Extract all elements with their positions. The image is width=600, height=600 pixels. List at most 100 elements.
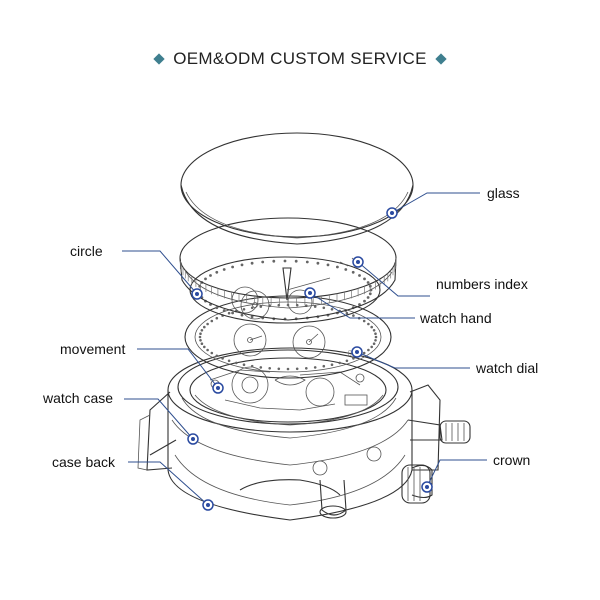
dial-dot xyxy=(366,281,370,284)
dial-dot xyxy=(370,345,374,349)
dial-dot xyxy=(352,314,355,317)
dial-dot xyxy=(250,261,254,265)
label-movement: movement xyxy=(60,341,125,357)
dial-dot xyxy=(368,292,372,296)
dial-dot xyxy=(203,345,206,349)
dial-dot xyxy=(209,274,212,277)
dial-dot xyxy=(199,332,202,336)
dial-dot xyxy=(363,277,366,281)
dial-dot xyxy=(336,265,339,269)
dial-dot xyxy=(231,265,235,269)
label-case-back: case back xyxy=(52,454,116,470)
dial-dot xyxy=(374,335,378,339)
leader-lines xyxy=(122,192,487,506)
dial-dot xyxy=(366,296,370,299)
label-circle: circle xyxy=(70,243,103,259)
dial-dot xyxy=(294,259,298,263)
leader-watch-dial xyxy=(356,351,470,369)
dial-dot xyxy=(210,351,214,355)
dial-dot xyxy=(210,319,214,323)
dial-dot xyxy=(358,274,361,277)
dial-dot xyxy=(374,339,377,342)
dial-dot xyxy=(231,311,235,315)
dial-dot xyxy=(259,305,263,308)
dial-dot xyxy=(362,319,366,323)
leader-circle xyxy=(122,250,198,295)
dial-dot xyxy=(227,359,231,363)
dial-dot xyxy=(250,306,254,310)
header: OEM&ODM CUSTOM SERVICE xyxy=(0,44,600,74)
dial-dot xyxy=(344,268,348,271)
dial-dot xyxy=(221,357,224,360)
dial-dot xyxy=(215,306,219,310)
marker-circle xyxy=(191,288,203,300)
label-watch-hand: watch hand xyxy=(419,310,492,326)
dial-dot xyxy=(372,342,376,346)
leader-numbers-index xyxy=(357,261,430,297)
glass-drawing xyxy=(180,132,414,245)
dial-dot xyxy=(338,361,342,365)
dial-dot xyxy=(372,329,376,332)
callout-labels: glass circle numbers index watch hand mo… xyxy=(42,185,538,470)
label-numbers-index: numbers index xyxy=(436,276,528,292)
dial-dot xyxy=(199,339,202,342)
dial-dot xyxy=(305,367,308,370)
dial-dot xyxy=(215,270,219,274)
marker-watch-dial xyxy=(351,346,363,358)
dial-dot xyxy=(200,329,204,332)
dial-dot xyxy=(305,260,309,264)
dial-dot xyxy=(367,348,370,352)
page-title: OEM&ODM CUSTOM SERVICE xyxy=(173,49,427,68)
dial-dot xyxy=(242,363,246,367)
dial-dot xyxy=(277,367,281,371)
watch-case-drawing xyxy=(137,347,471,521)
dial-dot xyxy=(322,364,326,368)
marker-watch-hand xyxy=(304,287,316,299)
dial-dot xyxy=(295,367,299,371)
dial-dot xyxy=(200,342,204,346)
dial-dot xyxy=(240,263,244,267)
leader-watch-case xyxy=(124,398,194,440)
dial-dot xyxy=(358,303,361,306)
leader-watch-hand xyxy=(309,292,415,319)
dial-dot xyxy=(326,263,330,267)
dial-dot xyxy=(330,308,334,311)
marker-watch-case xyxy=(187,433,199,445)
dial-dot xyxy=(227,311,231,315)
dial-dot xyxy=(283,259,287,263)
leader-movement xyxy=(137,348,219,389)
dial-dot xyxy=(222,309,226,312)
dial-dot xyxy=(272,259,276,263)
dial-dot xyxy=(322,306,326,310)
leader-crown xyxy=(426,459,487,488)
callout-markers xyxy=(187,207,433,511)
dial-dot xyxy=(222,268,226,271)
dial-dot xyxy=(268,367,272,370)
dial-dot xyxy=(242,308,246,311)
marker-numbers-index xyxy=(352,256,364,268)
dial-dot xyxy=(235,361,238,365)
marker-movement xyxy=(212,382,224,394)
dial-dot xyxy=(250,364,254,368)
dial-dot xyxy=(345,311,349,315)
dial-dot xyxy=(330,363,334,367)
watch-dial-drawing: ▯ xyxy=(184,290,392,379)
dial-dot xyxy=(345,359,349,363)
dial-dot xyxy=(286,367,290,371)
dial-dot xyxy=(198,335,202,339)
marker-crown xyxy=(421,481,433,493)
label-watch-dial: watch dial xyxy=(475,360,538,376)
dial-dot xyxy=(370,325,374,329)
leader-glass xyxy=(391,192,480,214)
dial-dot xyxy=(203,325,206,329)
label-watch-case: watch case xyxy=(42,390,113,406)
marker-glass xyxy=(386,207,398,219)
dial-dot xyxy=(250,315,254,319)
dial-dot xyxy=(215,354,219,358)
dial-dot xyxy=(352,357,355,360)
label-crown: crown xyxy=(493,452,530,468)
marker-case-back xyxy=(202,499,214,511)
dial-dot xyxy=(316,261,320,265)
leader-case-back xyxy=(128,461,209,506)
dial-dot xyxy=(374,332,377,336)
